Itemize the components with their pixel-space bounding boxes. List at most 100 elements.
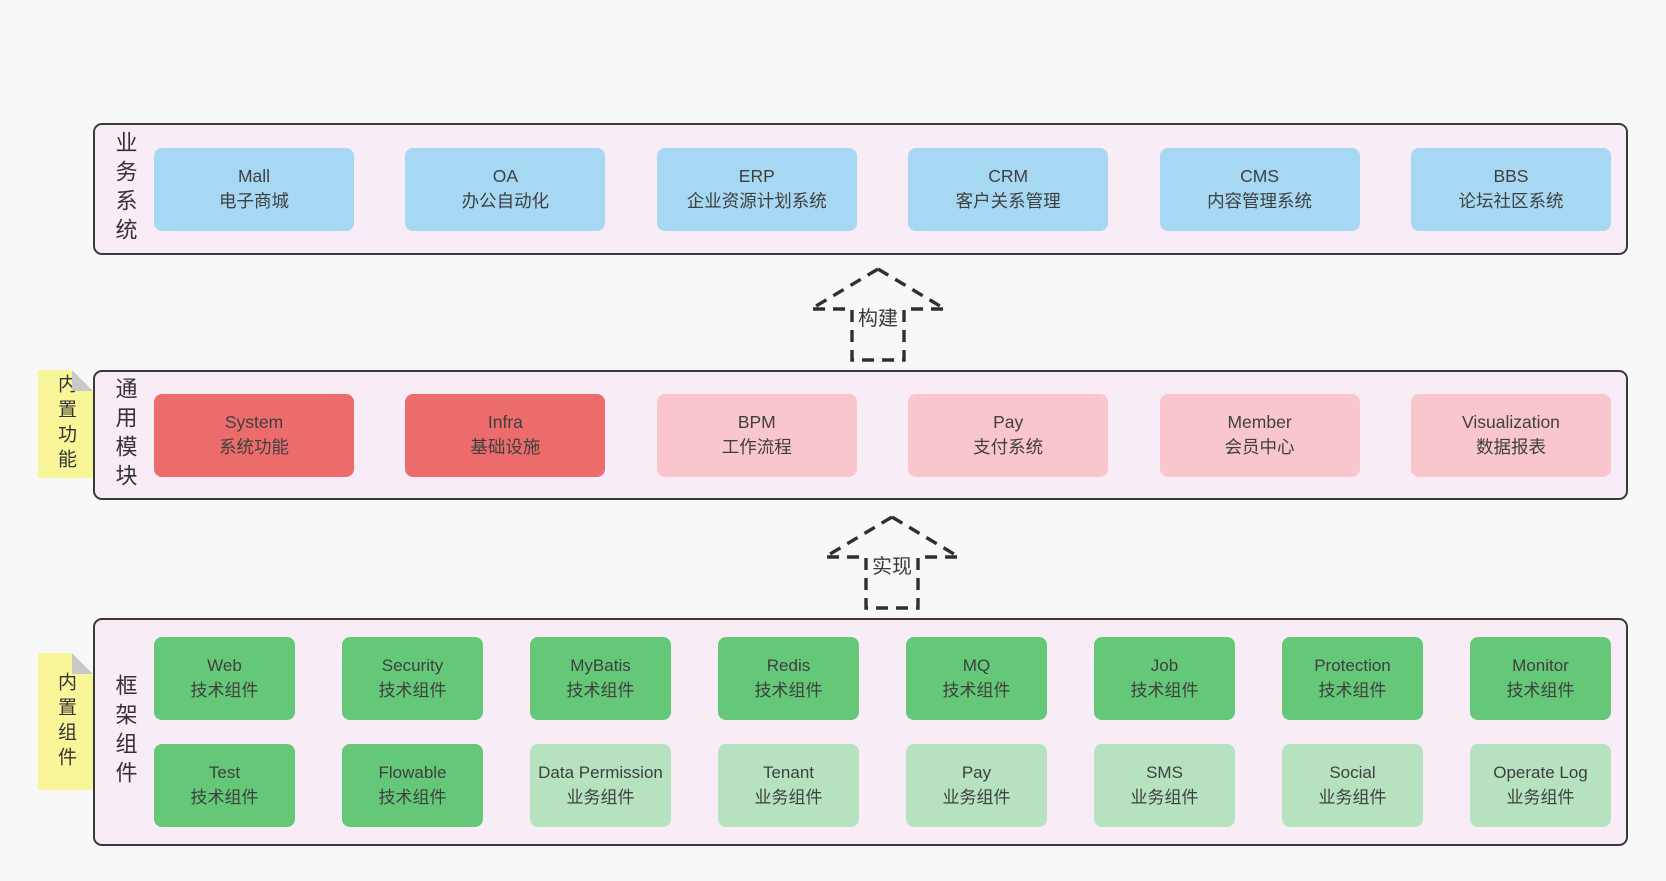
box-protection: Protection 技术组件 [1282, 637, 1423, 720]
box-title: Redis [766, 655, 811, 675]
band-framework-components: 框架组件 Web 技术组件 Security 技术组件 MyBatis 技术组件… [93, 618, 1628, 846]
box-title: Tenant [762, 762, 815, 782]
box-title: Social [1329, 762, 1376, 782]
box-title: Member [1227, 411, 1292, 432]
box-subtitle: 电子商城 [219, 191, 289, 211]
box-subtitle: 业务组件 [754, 787, 823, 807]
box-subtitle: 技术组件 [1318, 680, 1387, 700]
common-modules-boxes: System 系统功能 Infra 基础设施 BPM 工作流程 Pay 支付系统… [154, 372, 1626, 498]
box-title: Web [207, 655, 242, 675]
box-mall: Mall 电子商城 [154, 147, 354, 231]
box-monitor: Monitor 技术组件 [1470, 637, 1611, 720]
sticky-note-label: 内置组件 [55, 671, 76, 772]
box-test: Test 技术组件 [154, 744, 295, 827]
box-mq: MQ 技术组件 [906, 637, 1047, 720]
box-member: Member 会员中心 [1159, 393, 1360, 477]
band-business-systems: 业务系统 Mall 电子商城 OA 办公自动化 ERP 企业资源计划系统 CRM… [93, 123, 1628, 255]
sticky-note-builtin-components: 内置组件 [38, 653, 93, 790]
box-subtitle: 办公自动化 [461, 191, 550, 211]
box-title: Pay [993, 411, 1024, 432]
box-subtitle: 业务组件 [942, 787, 1011, 807]
box-bbs: BBS 论坛社区系统 [1410, 147, 1611, 231]
box-title: System [224, 411, 284, 432]
box-title: Infra [487, 411, 523, 432]
box-title: Security [381, 655, 444, 675]
box-social: Social 业务组件 [1282, 744, 1423, 827]
box-subtitle: 工作流程 [721, 437, 792, 457]
box-infra: Infra 基础设施 [405, 393, 606, 477]
arrow-implement-label: 实现 [869, 549, 915, 580]
band-common-modules: 通用模块 System 系统功能 Infra 基础设施 BPM 工作流程 Pay… [93, 370, 1628, 500]
box-subtitle: 客户关系管理 [955, 191, 1061, 211]
box-subtitle: 技术组件 [190, 680, 259, 700]
box-flowable: Flowable 技术组件 [342, 744, 483, 827]
dashed-up-arrow-icon [822, 515, 962, 610]
box-data-permission: Data Permission 业务组件 [530, 744, 671, 827]
framework-components-rows: Web 技术组件 Security 技术组件 MyBatis 技术组件 Redi… [154, 620, 1626, 844]
box-title: Operate Log [1493, 762, 1588, 782]
box-title: CRM [988, 165, 1029, 186]
box-visualization: Visualization 数据报表 [1410, 393, 1611, 477]
box-title: CMS [1240, 165, 1279, 186]
box-title: OA [492, 165, 519, 186]
box-subtitle: 内容管理系统 [1207, 191, 1313, 211]
box-title: Visualization [1461, 411, 1560, 432]
box-title: MyBatis [570, 655, 631, 675]
box-subtitle: 业务组件 [566, 787, 635, 807]
box-security: Security 技术组件 [342, 637, 483, 720]
box-operate-log: Operate Log 业务组件 [1470, 744, 1611, 827]
box-system: System 系统功能 [154, 393, 354, 477]
box-subtitle: 企业资源计划系统 [686, 191, 827, 211]
box-title: Monitor [1512, 655, 1569, 675]
box-subtitle: 业务组件 [1318, 787, 1387, 807]
box-title: Flowable [378, 762, 447, 782]
box-pay-component: Pay 业务组件 [906, 744, 1047, 827]
box-title: ERP [738, 165, 775, 186]
box-subtitle: 业务组件 [1130, 787, 1199, 807]
box-subtitle: 论坛社区系统 [1458, 191, 1564, 211]
box-cms: CMS 内容管理系统 [1159, 147, 1360, 231]
box-subtitle: 数据报表 [1475, 437, 1546, 457]
box-mybatis: MyBatis 技术组件 [530, 637, 671, 720]
box-subtitle: 技术组件 [190, 787, 259, 807]
box-title: Data Permission [538, 762, 663, 782]
box-subtitle: 支付系统 [973, 437, 1044, 457]
box-subtitle: 业务组件 [1506, 787, 1575, 807]
box-subtitle: 技术组件 [1130, 680, 1199, 700]
box-title: SMS [1146, 762, 1183, 782]
box-crm: CRM 客户关系管理 [908, 147, 1109, 231]
box-subtitle: 技术组件 [566, 680, 635, 700]
band-common-modules-label: 通用模块 [112, 377, 138, 493]
box-pay-system: Pay 支付系统 [908, 393, 1109, 477]
box-redis: Redis 技术组件 [718, 637, 859, 720]
box-subtitle: 技术组件 [378, 787, 447, 807]
arrow-build-label: 构建 [855, 301, 901, 332]
box-title: Test [208, 762, 241, 782]
arrow-implement: 实现 [822, 512, 962, 612]
box-title: Protection [1314, 655, 1391, 675]
box-subtitle: 基础设施 [470, 437, 541, 457]
box-subtitle: 系统功能 [219, 437, 289, 457]
box-subtitle: 技术组件 [1506, 680, 1575, 700]
box-oa: OA 办公自动化 [405, 147, 606, 231]
box-subtitle: 技术组件 [942, 680, 1011, 700]
band-business-systems-label: 业务系统 [112, 131, 138, 247]
framework-row-1: Web 技术组件 Security 技术组件 MyBatis 技术组件 Redi… [154, 637, 1611, 720]
box-title: BBS [1493, 165, 1529, 186]
sticky-note-builtin-functions: 内置功能 [38, 370, 93, 478]
box-web: Web 技术组件 [154, 637, 295, 720]
business-systems-boxes: Mall 电子商城 OA 办公自动化 ERP 企业资源计划系统 CRM 客户关系… [154, 125, 1626, 253]
dashed-up-arrow-icon [808, 267, 948, 362]
box-title: Pay [961, 762, 992, 782]
arrow-build: 构建 [808, 264, 948, 364]
band-framework-components-label: 框架组件 [112, 674, 138, 790]
box-title: MQ [962, 655, 991, 675]
box-subtitle: 技术组件 [378, 680, 447, 700]
box-job: Job 技术组件 [1094, 637, 1235, 720]
box-title: BPM [737, 411, 776, 432]
box-erp: ERP 企业资源计划系统 [656, 147, 857, 231]
box-subtitle: 技术组件 [754, 680, 823, 700]
box-subtitle: 会员中心 [1224, 437, 1295, 457]
framework-row-2: Test 技术组件 Flowable 技术组件 Data Permission … [154, 744, 1611, 827]
